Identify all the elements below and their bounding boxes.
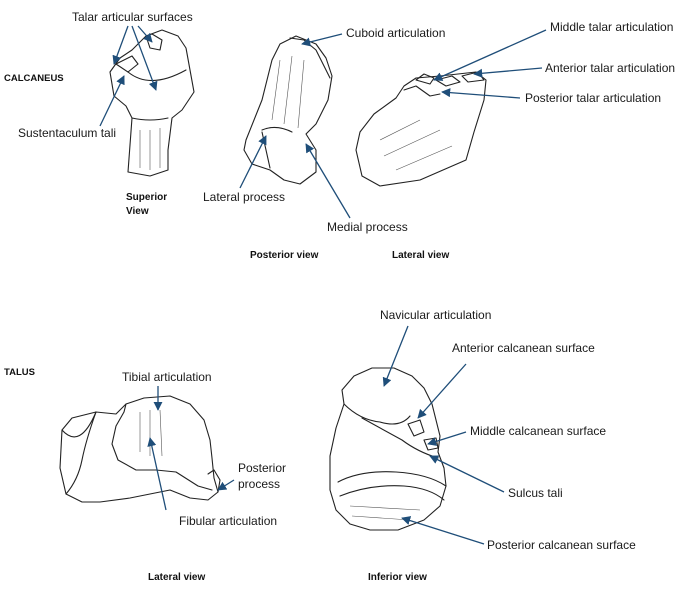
- label-tibial-articulation: Tibial articulation: [122, 370, 212, 384]
- label-anterior-talar-articulation: Anterior talar articulation: [545, 61, 675, 75]
- arrow-fibular-articulation: [147, 437, 167, 511]
- arrow-posterior-calcanean-surface: [401, 516, 485, 545]
- caption-superior-view-line1: Superior: [126, 192, 167, 203]
- caption-inferior-view: Inferior view: [368, 572, 427, 583]
- caption-calcaneus-lateral-view: Lateral view: [392, 250, 449, 261]
- caption-talus-lateral-view: Lateral view: [148, 572, 205, 583]
- label-posterior-calcanean-surface: Posterior calcanean surface: [487, 538, 636, 552]
- arrow-talar-articular-surfaces-b: [131, 25, 158, 91]
- label-cuboid-articulation: Cuboid articulation: [346, 26, 445, 40]
- arrow-middle-calcanean-surface: [427, 431, 467, 446]
- label-sustentaculum-tali: Sustentaculum tali: [18, 126, 116, 140]
- label-lateral-process: Lateral process: [203, 190, 285, 204]
- label-fibular-articulation: Fibular articulation: [179, 514, 277, 528]
- talus-lateral-drawing: [59, 395, 221, 503]
- caption-superior-view-line2: View: [126, 206, 149, 217]
- section-talus: TALUS: [4, 367, 35, 378]
- caption-posterior-view: Posterior view: [250, 250, 319, 261]
- talus-inferior-drawing: [329, 367, 447, 531]
- calcaneus-superior-drawing: [109, 29, 195, 177]
- calcaneus-posterior-drawing: [243, 35, 333, 185]
- arrow-middle-talar-articulation: [433, 29, 547, 81]
- label-navicular-articulation: Navicular articulation: [380, 308, 491, 322]
- arrow-navicular-articulation: [382, 325, 409, 387]
- arrow-lateral-process: [239, 135, 267, 189]
- label-medial-process: Medial process: [327, 220, 408, 234]
- arrow-sulcus-tali: [429, 455, 505, 493]
- arrow-sustentaculum-tali: [99, 75, 125, 127]
- arrow-talar-articular-surfaces-c: [137, 25, 153, 43]
- arrow-cuboid-articulation: [301, 33, 343, 47]
- label-middle-talar-articulation: Middle talar articulation: [550, 20, 673, 34]
- section-calcaneus: CALCANEUS: [4, 73, 64, 84]
- arrow-anterior-calcanean-surface: [417, 363, 467, 419]
- label-talar-articular-surfaces: Talar articular surfaces: [72, 10, 193, 24]
- arrow-anterior-talar-articulation: [473, 67, 543, 78]
- label-posterior-talar-articulation: Posterior talar articulation: [525, 91, 661, 105]
- label-anterior-calcanean-surface: Anterior calcanean surface: [452, 341, 595, 355]
- label-posterior-process-line1: Posterior: [238, 461, 286, 475]
- arrow-medial-process: [305, 143, 351, 219]
- label-posterior-process-line2: process: [238, 477, 280, 491]
- arrow-posterior-talar-articulation: [441, 88, 521, 99]
- calcaneus-lateral-drawing: [355, 71, 487, 187]
- arrow-talar-articular-surfaces-a: [112, 25, 129, 65]
- leader-arrows: [99, 25, 547, 545]
- label-sulcus-tali: Sulcus tali: [508, 486, 563, 500]
- label-middle-calcanean-surface: Middle calcanean surface: [470, 424, 606, 438]
- arrow-posterior-process: [217, 479, 235, 491]
